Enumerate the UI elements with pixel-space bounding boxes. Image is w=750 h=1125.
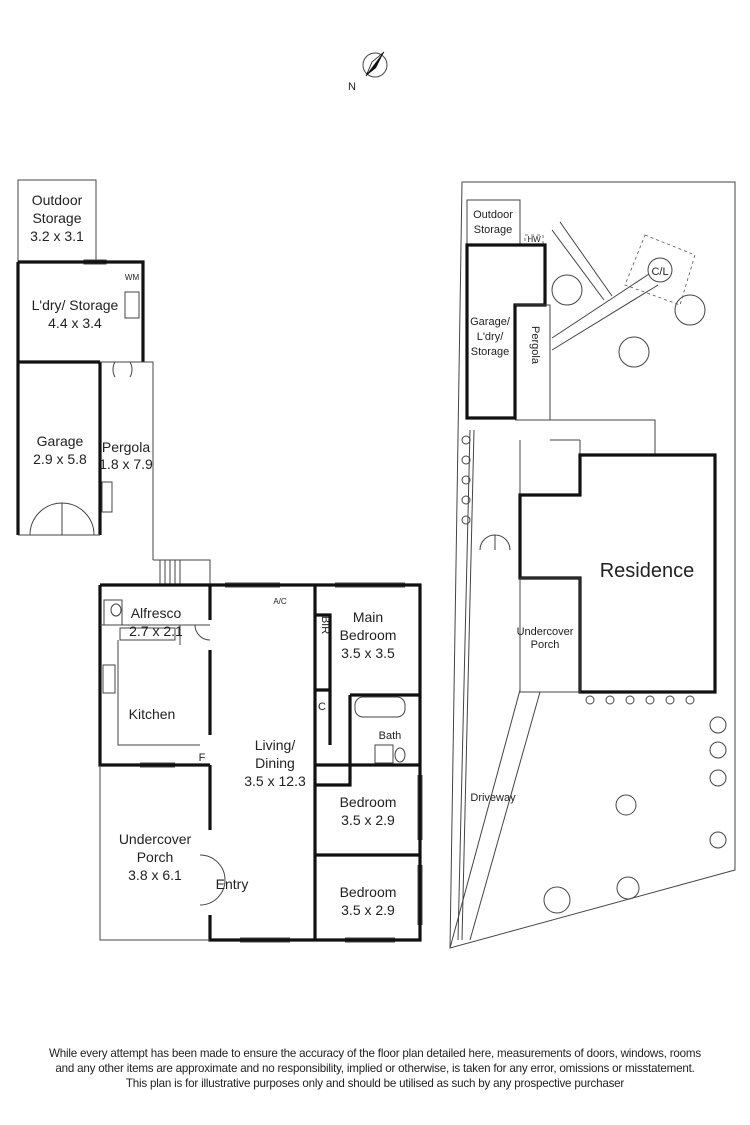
stairs-icon bbox=[153, 559, 211, 585]
site-undercover-porch bbox=[519, 577, 581, 693]
washing-machine-label: WM bbox=[125, 273, 140, 282]
disclaimer-line: and any other items are approximate and … bbox=[55, 1062, 695, 1075]
bedroom-3-size: 3.5 x 2.9 bbox=[341, 902, 395, 918]
site-plan: C/L Outdoor Storage HW Garage/ L'dry/ St… bbox=[449, 181, 736, 949]
hot-water-label: HW bbox=[527, 235, 541, 244]
cupboard-label: C bbox=[318, 701, 326, 713]
outdoor-storage-label: Outdoor bbox=[32, 192, 83, 208]
site-outdoor-storage-label: Storage bbox=[474, 224, 513, 236]
garage-doors-icon bbox=[29, 502, 95, 536]
gate-icon bbox=[479, 534, 511, 551]
site-garage-label: Garage/ bbox=[470, 316, 511, 328]
site-garage-label: Storage bbox=[471, 346, 510, 358]
paths bbox=[551, 221, 659, 351]
laundry-label: L'dry/ Storage bbox=[32, 297, 119, 313]
laundry-tub-icon bbox=[124, 291, 140, 319]
bedroom-2-size: 3.5 x 2.9 bbox=[341, 812, 395, 828]
bedroom-2-label: Bedroom bbox=[340, 794, 397, 810]
shower-icon bbox=[374, 744, 394, 764]
outdoor-storage-label: Storage bbox=[32, 210, 81, 226]
site-outdoor-storage-label: Outdoor bbox=[473, 209, 513, 221]
site-outdoor-storage bbox=[466, 199, 521, 246]
alfresco-label: Alfresco bbox=[131, 605, 182, 621]
fence bbox=[457, 429, 475, 941]
main-bedroom-label: Main bbox=[353, 609, 383, 625]
alfresco-size: 2.7 x 2.1 bbox=[129, 623, 183, 639]
compass-north-label: N bbox=[348, 81, 356, 93]
living-label: Dining bbox=[255, 755, 295, 771]
bir-label: BIR bbox=[319, 616, 331, 634]
main-bedroom-label: Bedroom bbox=[340, 627, 397, 643]
pergola-outline bbox=[100, 361, 154, 560]
porch-label: Porch bbox=[137, 849, 174, 865]
porch-outline bbox=[99, 765, 210, 941]
site-porch-label: Porch bbox=[531, 639, 560, 651]
clothesline-label: C/L bbox=[651, 266, 668, 278]
garage-size: 2.9 x 5.8 bbox=[33, 451, 87, 467]
property-boundary bbox=[449, 181, 736, 949]
floor-plan: Outdoor Storage 3.2 x 3.1 WM L'dry/ Stor… bbox=[16, 179, 423, 943]
disclaimer-line: This plan is for illustrative purposes o… bbox=[125, 1077, 625, 1090]
kitchen-bench-icon bbox=[119, 627, 176, 641]
ac-label: A/C bbox=[273, 597, 287, 606]
site-pergola-label: Pergola bbox=[529, 326, 541, 365]
pergola-label: Pergola bbox=[102, 439, 150, 455]
entry-door-icon bbox=[199, 854, 226, 906]
porch-label: Undercover bbox=[119, 831, 192, 847]
north-compass-icon: N bbox=[348, 51, 388, 93]
outdoor-storage-size: 3.2 x 3.1 bbox=[30, 228, 84, 244]
garage-label: Garage bbox=[37, 433, 84, 449]
living-size: 3.5 x 12.3 bbox=[244, 773, 306, 789]
entry-label: Entry bbox=[216, 876, 249, 892]
windows bbox=[140, 582, 423, 943]
living-label: Living/ bbox=[255, 737, 296, 753]
bedroom-3-label: Bedroom bbox=[340, 884, 397, 900]
bathtub-icon bbox=[354, 696, 406, 718]
toilet-icon bbox=[394, 747, 406, 763]
porch-size: 3.8 x 6.1 bbox=[128, 867, 182, 883]
residence-label: Residence bbox=[600, 560, 695, 582]
sink-icon bbox=[101, 481, 113, 513]
site-garage-label: L'dry/ bbox=[477, 331, 504, 343]
main-bedroom-size: 3.5 x 3.5 bbox=[341, 645, 395, 661]
disclaimer-line: While every attempt has been made to ens… bbox=[49, 1047, 701, 1060]
tree-icons bbox=[543, 274, 727, 914]
kitchen-label: Kitchen bbox=[129, 706, 176, 722]
disclaimer: While every attempt has been made to ens… bbox=[0, 1046, 750, 1091]
bath-label: Bath bbox=[379, 730, 402, 742]
toilet-icon bbox=[110, 603, 122, 617]
bedroom-walls bbox=[313, 585, 420, 940]
driveway-label: Driveway bbox=[470, 792, 516, 804]
cooktop-icon bbox=[102, 664, 116, 694]
pergola-size: 1.8 x 7.9 bbox=[99, 456, 153, 472]
site-porch-label: Undercover bbox=[517, 626, 574, 638]
fridge-label: F bbox=[199, 752, 206, 764]
laundry-size: 4.4 x 3.4 bbox=[48, 315, 102, 331]
clothesline-area bbox=[624, 234, 696, 306]
laundry-garage-walls bbox=[16, 260, 145, 535]
